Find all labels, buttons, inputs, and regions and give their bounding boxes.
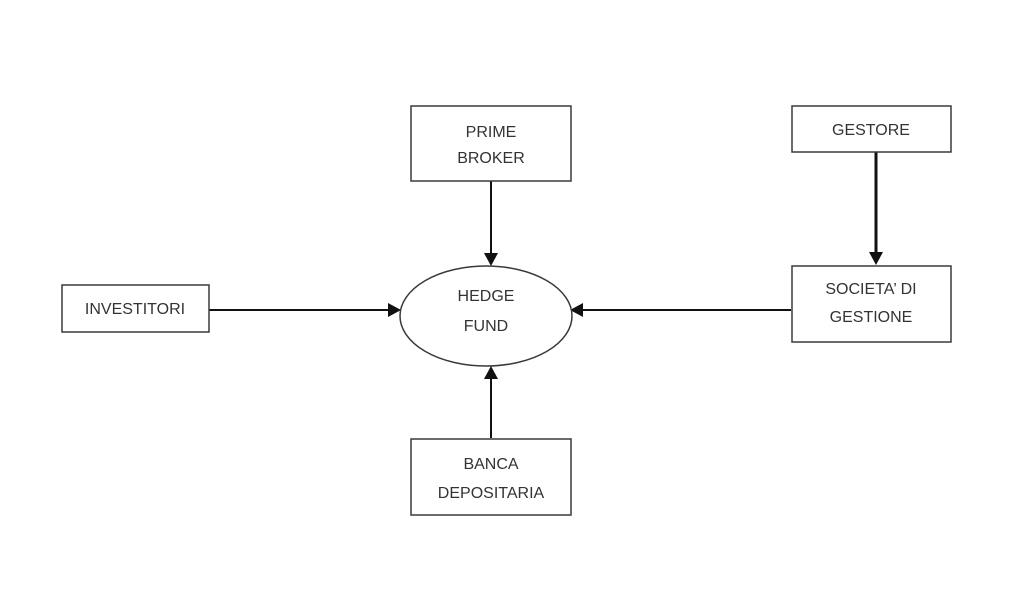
node-banca-depositaria: BANCA DEPOSITARIA bbox=[410, 438, 572, 516]
node-investitori-label: INVESTITORI bbox=[85, 301, 185, 318]
node-prime-broker-line1: PRIME bbox=[466, 124, 517, 141]
node-banca-depositaria-line2: DEPOSITARIA bbox=[438, 485, 545, 502]
node-investitori: INVESTITORI bbox=[61, 284, 210, 333]
node-gestore-label: GESTORE bbox=[832, 122, 910, 139]
edge-gestore-to-societa-gestione bbox=[869, 152, 883, 265]
edge-prime-broker-to-hedge-fund bbox=[484, 180, 498, 266]
node-banca-depositaria-line1: BANCA bbox=[463, 456, 518, 473]
edge-societa-gestione-to-hedge-fund bbox=[570, 303, 791, 317]
node-prime-broker: PRIME BROKER bbox=[410, 105, 572, 182]
node-societa-gestione: SOCIETA’ DI GESTIONE bbox=[791, 265, 952, 343]
node-prime-broker-line2: BROKER bbox=[457, 150, 525, 167]
node-hedge-fund-line2: FUND bbox=[464, 318, 508, 335]
node-societa-gestione-line1: SOCIETA’ DI bbox=[825, 281, 916, 298]
node-hedge-fund-line1: HEDGE bbox=[458, 288, 515, 305]
node-societa-gestione-line2: GESTIONE bbox=[830, 309, 913, 326]
node-hedge-fund: HEDGE FUND bbox=[399, 265, 573, 367]
edge-banca-depositaria-to-hedge-fund bbox=[484, 366, 498, 438]
edge-investitori-to-hedge-fund bbox=[209, 303, 401, 317]
node-gestore: GESTORE bbox=[791, 105, 952, 153]
